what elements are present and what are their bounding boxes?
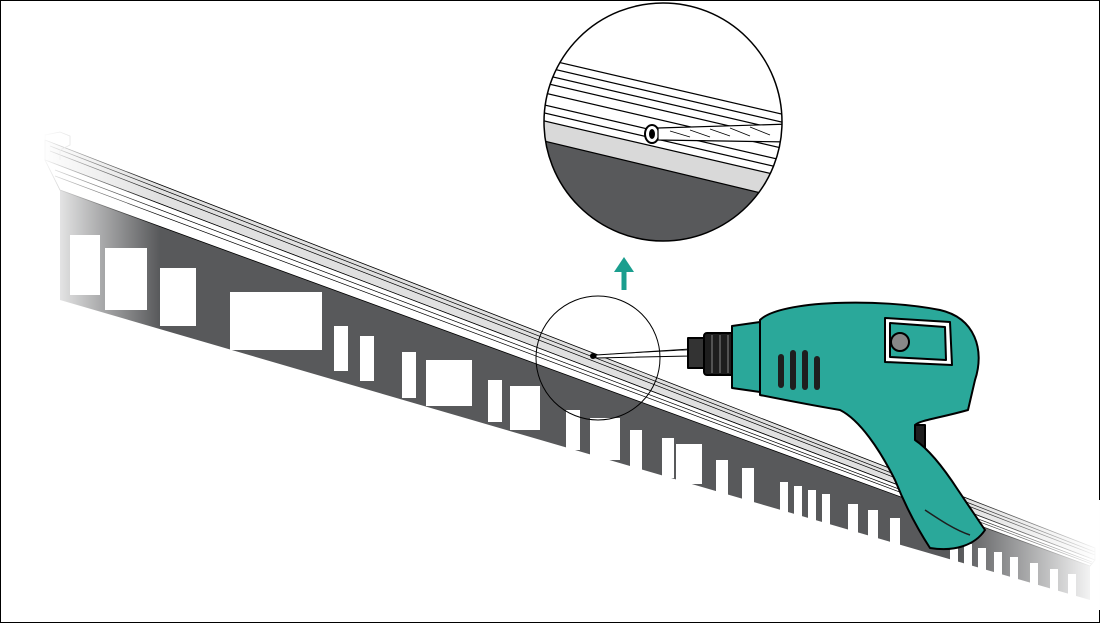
rail-fade-left bbox=[40, 120, 160, 330]
drill-bit bbox=[590, 349, 690, 359]
up-arrow-icon bbox=[614, 257, 634, 290]
magnified-detail bbox=[540, 3, 790, 260]
rail-fade-right bbox=[960, 500, 1100, 610]
